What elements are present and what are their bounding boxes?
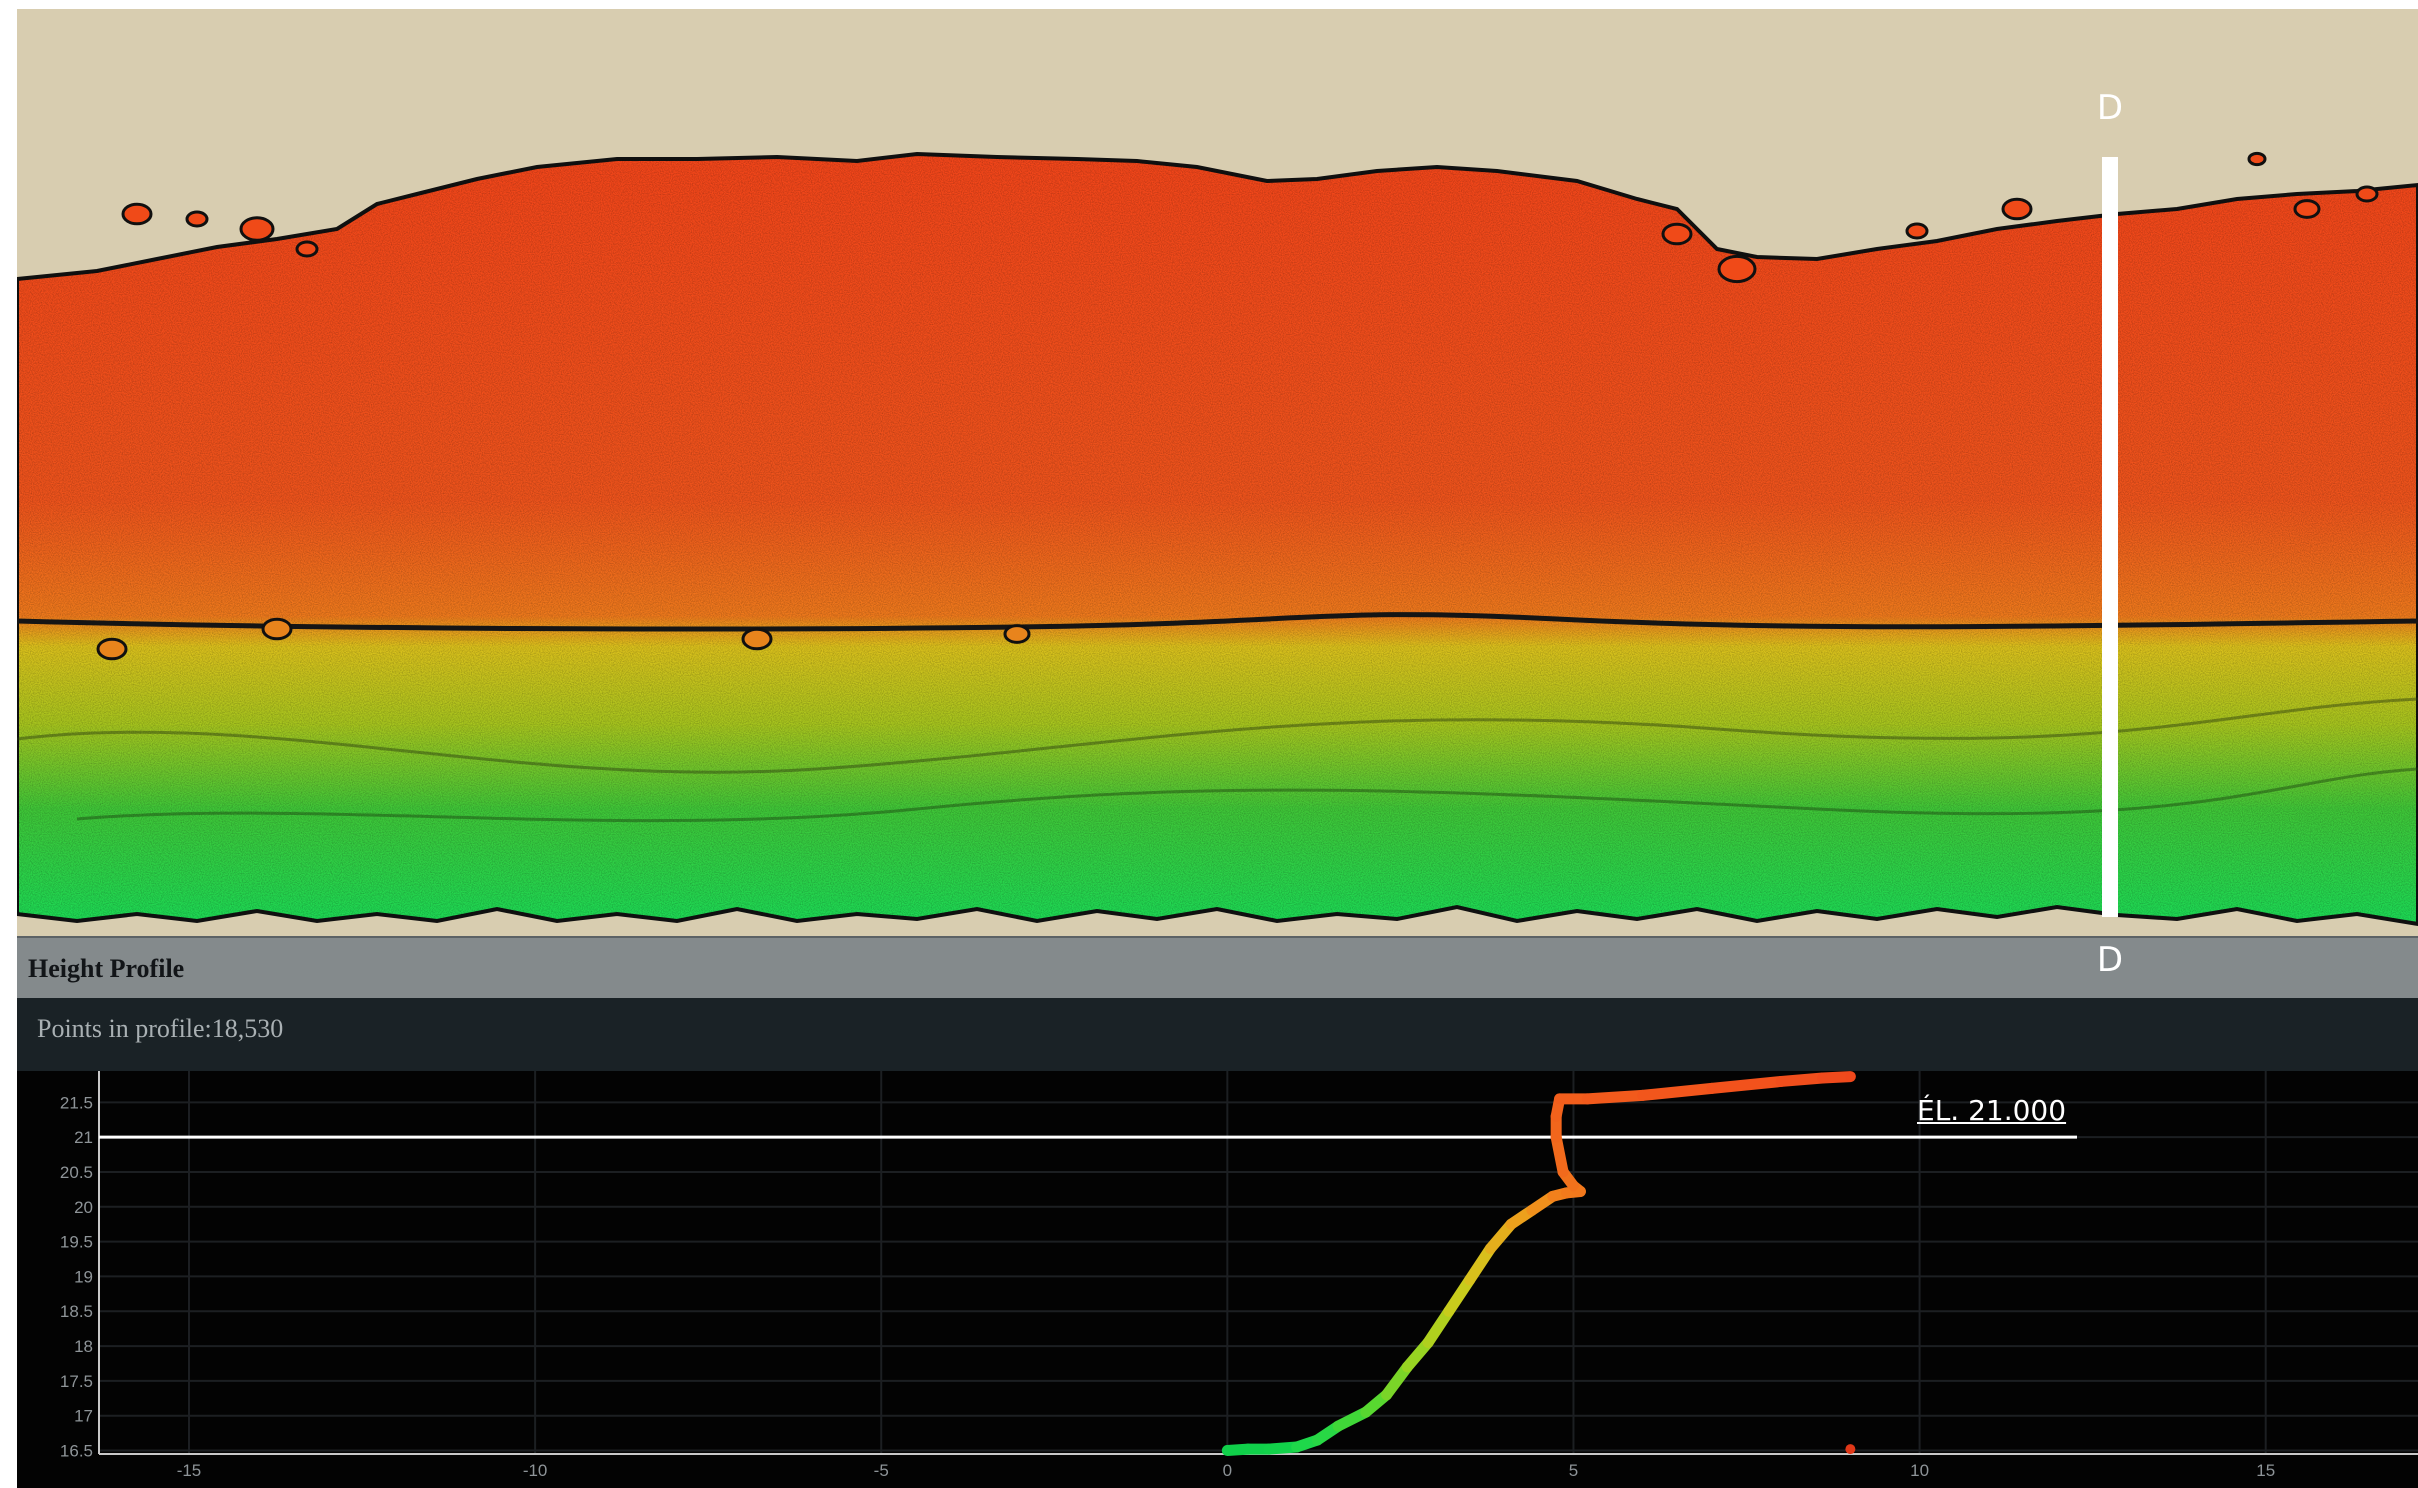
- profile-segment: [1464, 1243, 1496, 1286]
- y-tick-label: 17: [74, 1407, 93, 1426]
- profile-point: [1333, 1421, 1344, 1432]
- profile-segment: [1422, 1305, 1455, 1349]
- x-tick-label: -15: [177, 1461, 202, 1480]
- y-tick-label: 19: [74, 1267, 93, 1286]
- vegetation-patch: [121, 202, 153, 226]
- profile-point: [1582, 1093, 1593, 1104]
- profile-segment: [1637, 1082, 1718, 1101]
- vegetation-patch: [96, 637, 128, 661]
- y-tick-label: 18: [74, 1337, 93, 1356]
- profile-point: [1776, 1076, 1787, 1087]
- section-cut-line-d[interactable]: [2102, 157, 2118, 917]
- vegetation-patch: [1661, 222, 1693, 246]
- points-count: 18,530: [211, 1014, 284, 1043]
- y-tick-label: 18.5: [60, 1302, 93, 1321]
- profile-point: [1558, 1166, 1569, 1177]
- vegetation-patch: [1905, 222, 1929, 240]
- profile-segment: [1443, 1274, 1476, 1317]
- slope-ridge: [76, 767, 2418, 823]
- y-tick-label: 21.5: [60, 1093, 93, 1112]
- point-cloud-texture: [17, 154, 2418, 924]
- profile-point: [1506, 1219, 1517, 1230]
- profile-point: [1312, 1435, 1323, 1446]
- profile-segment: [1706, 1075, 1787, 1094]
- profile-point: [1423, 1337, 1434, 1348]
- vegetation-patch: [1717, 254, 1757, 284]
- y-tick-label: 19.5: [60, 1233, 93, 1252]
- panel-title: Height Profile: [28, 954, 185, 983]
- outlier-point: [1845, 1444, 1856, 1455]
- profile-point: [1464, 1274, 1475, 1285]
- vegetation-patch: [1003, 624, 1031, 644]
- profile-point: [1561, 1187, 1572, 1198]
- vegetation-patch: [2247, 151, 2267, 167]
- vegetation-patch: [741, 627, 773, 651]
- points-in-profile: Points in profile:18,530: [37, 1014, 283, 1044]
- vegetation-patch: [2001, 197, 2033, 221]
- profile-point: [1551, 1111, 1562, 1122]
- profile-point: [1485, 1243, 1496, 1254]
- profile-segment: [1550, 1131, 1569, 1178]
- x-tick-label: -10: [523, 1461, 548, 1480]
- vegetation-patch: [239, 216, 275, 242]
- x-tick-label: 15: [2256, 1461, 2275, 1480]
- profile-point: [1547, 1191, 1558, 1202]
- y-tick-label: 20.5: [60, 1163, 93, 1182]
- height-profile-header[interactable]: Height Profile: [17, 936, 2418, 998]
- point-cloud-map[interactable]: [17, 9, 2418, 936]
- y-tick-label: 20: [74, 1198, 93, 1217]
- profile-segment: [1581, 1089, 1649, 1105]
- vegetation-patch: [2355, 185, 2379, 203]
- app-window: D Height Profile D Points in profile:18,…: [17, 9, 2418, 1488]
- profile-point: [1243, 1444, 1254, 1455]
- profile-point: [1222, 1445, 1233, 1456]
- slope-break-line: [17, 612, 2418, 632]
- x-tick-label: 0: [1223, 1461, 1232, 1480]
- section-label-top: D: [2096, 88, 2124, 128]
- profile-point: [1554, 1093, 1565, 1104]
- elevation-label: ÉL. 21.000: [1917, 1094, 2067, 1127]
- vegetation-patch: [295, 240, 319, 258]
- x-tick-label: -5: [874, 1461, 889, 1480]
- height-profile-plot[interactable]: -15 -10 -5 0 5 10 15 16.5 17 17.5 18 18.5 19 19.5 20 20…: [17, 1071, 2418, 1488]
- profile-point: [1263, 1444, 1274, 1455]
- points-label: Points in profile:: [37, 1014, 212, 1043]
- x-tick-label: 5: [1569, 1461, 1578, 1480]
- profile-point: [1817, 1072, 1828, 1083]
- profile-point: [1402, 1361, 1413, 1372]
- profile-point: [1526, 1205, 1537, 1216]
- profile-segment: [1775, 1072, 1829, 1087]
- vegetation-islands: [96, 151, 2379, 661]
- section-label-bottom: D: [2096, 940, 2124, 980]
- point-cloud-view[interactable]: D: [17, 9, 2418, 936]
- profile-point: [1637, 1090, 1648, 1101]
- profile-point: [1575, 1186, 1586, 1197]
- profile-segment: [1381, 1361, 1413, 1401]
- height-profile-panel: Points in profile:18,530 -15 -10 -5 0 5 10 15 1…: [17, 998, 2418, 1488]
- profile-point: [1568, 1180, 1579, 1191]
- profile-point: [1551, 1132, 1562, 1143]
- vegetation-patch: [261, 617, 293, 641]
- y-tick-label: 17.5: [60, 1372, 93, 1391]
- profile-point: [1443, 1306, 1454, 1317]
- vegetation-patch: [2293, 199, 2321, 219]
- height-profile-chart[interactable]: -15 -10 -5 0 5 10 15 16.5 17 17.5 18 18.5 19 19.5 20 20…: [17, 1071, 2418, 1488]
- profile-point: [1381, 1389, 1392, 1400]
- x-tick-label: 10: [1910, 1461, 1929, 1480]
- y-tick-label: 16.5: [60, 1442, 93, 1461]
- profile-point: [1706, 1083, 1717, 1094]
- y-tick-label: 21: [74, 1128, 93, 1147]
- slope-ridge: [17, 697, 2418, 774]
- profile-point: [1291, 1442, 1302, 1453]
- vegetation-patch: [185, 210, 209, 228]
- profile-point: [1360, 1407, 1371, 1418]
- profile-point: [1845, 1071, 1856, 1082]
